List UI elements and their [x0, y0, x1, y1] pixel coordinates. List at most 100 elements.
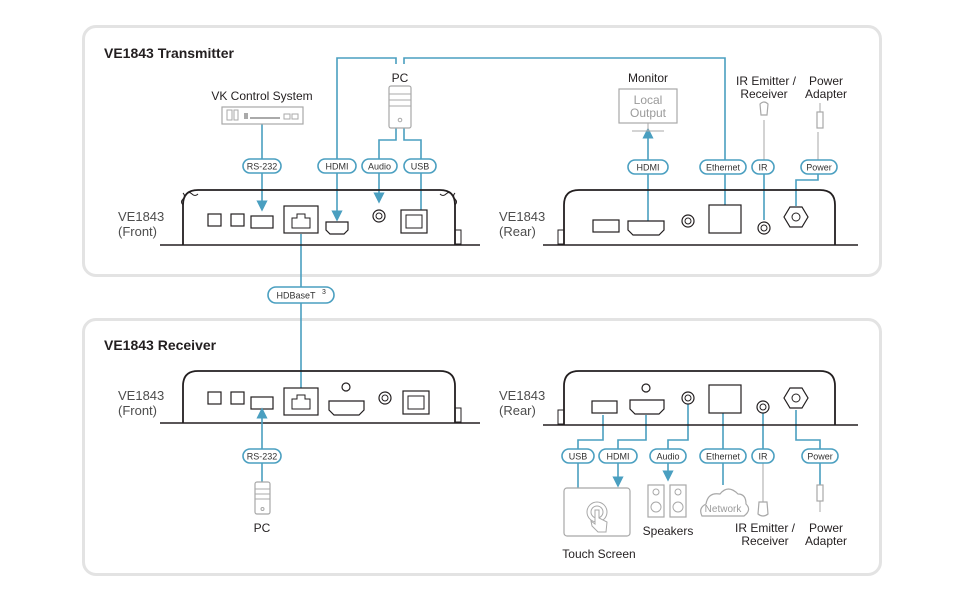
svg-text:RS-232: RS-232 [247, 162, 278, 172]
pill-audio: Audio [361, 158, 398, 174]
svg-text:IR: IR [759, 163, 769, 173]
hdbaset-pill: HDBaseT 3 [267, 286, 335, 304]
tx-ir-label-1: IR Emitter / [736, 74, 797, 88]
pc-tower-icon [388, 85, 412, 129]
pc-tower-icon [254, 481, 271, 515]
ir-jack-icon [757, 221, 771, 235]
pill-usb: USB [403, 158, 437, 174]
svg-text:Ethernet: Ethernet [706, 452, 741, 462]
svg-text:Power: Power [806, 163, 832, 173]
svg-text:IR: IR [759, 452, 769, 462]
control-system-icon [221, 106, 304, 125]
svg-text:USB: USB [569, 452, 588, 462]
monitor-screen-line2: Output [630, 106, 667, 120]
tx-rear-label-2: (Rear) [499, 224, 536, 239]
tx-front-pills: RS-232 HDMI Audio USB [242, 158, 437, 174]
tx-power-label-2: Adapter [805, 87, 847, 101]
rj45-port-icon [708, 204, 742, 234]
audio-jack-icon [681, 214, 695, 228]
svg-text:Audio: Audio [656, 452, 679, 462]
hdmi-port-icon [328, 400, 365, 416]
network-cloud-icon: Network [700, 488, 750, 517]
transmitter-title: VE1843 Transmitter [104, 45, 235, 61]
tx-front-chassis [160, 189, 480, 246]
cable-rear-power [795, 173, 819, 206]
monitor-label: Monitor [628, 71, 668, 85]
pill-ethernet: Ethernet [699, 448, 747, 464]
rx-pc-label: PC [254, 521, 271, 535]
tx-ir-label-2: Receiver [740, 87, 787, 101]
ir-jack-icon [756, 400, 770, 414]
speakers-label: Speakers [643, 524, 694, 538]
rx-power-label-1: Power [809, 521, 843, 535]
pill-hdmi: HDMI [317, 158, 357, 174]
receiver-panel [82, 318, 882, 576]
tx-rear-label-1: VE1843 [499, 209, 545, 224]
terminal-block-icon [250, 215, 274, 229]
rx-ir-label-1: IR Emitter / [735, 521, 796, 535]
audio-jack-icon [378, 391, 392, 405]
tx-rear-chassis [543, 189, 858, 246]
svg-text:HDMI: HDMI [637, 163, 660, 173]
rx-pill-rs232: RS-232 [242, 448, 282, 464]
pill-ethernet-rear: Ethernet [699, 159, 747, 175]
dip-switch-icon [207, 391, 222, 405]
power-adapter-icon [816, 484, 824, 512]
dip-switch-icon [207, 213, 222, 227]
cable-pc-usb [403, 128, 422, 160]
cable-pc-hdmi [336, 57, 397, 160]
svg-text:RS-232: RS-232 [247, 452, 278, 462]
pill-ir: IR [751, 448, 775, 464]
rx-front-label-2: (Front) [118, 403, 157, 418]
svg-text:Audio: Audio [368, 162, 391, 172]
svg-text:Power: Power [807, 452, 833, 462]
cable-pc-audio [378, 128, 397, 160]
svg-text:HDMI: HDMI [326, 162, 349, 172]
monitor-icon: Local Output [618, 88, 678, 132]
hdmi-port-icon [325, 221, 349, 235]
power-adapter-icon [816, 103, 824, 129]
rx-rear-chassis [543, 370, 858, 426]
pill-rs232: RS-232 [242, 158, 282, 174]
rx-rear-pills: USB HDMI Audio Ethernet IR Power [561, 448, 839, 464]
transmitter-panel [82, 25, 882, 277]
svg-text:HDMI: HDMI [607, 452, 630, 462]
tx-front-label-1: VE1843 [118, 209, 164, 224]
pill-power-rear: Power [800, 159, 838, 175]
ir-emitter-icon [759, 101, 769, 116]
hdmi-port-icon [627, 220, 665, 236]
usb-a-port-icon [592, 219, 620, 233]
rj45-port-icon [283, 387, 319, 416]
terminal-block-icon [250, 396, 274, 410]
hdbaset-superscript: 3 [322, 289, 326, 296]
cable-pc-ethernet [403, 57, 726, 160]
pill-hdmi: HDMI [598, 448, 638, 464]
rj45-port-icon [283, 205, 319, 234]
rx-rear-label-1: VE1843 [499, 388, 545, 403]
hdbaset-label: HDBaseT [276, 291, 316, 301]
pill-ir-rear: IR [751, 159, 775, 175]
ir-emitter-icon [757, 501, 769, 517]
tx-front-label-2: (Front) [118, 224, 157, 239]
dip-switch-icon [230, 391, 245, 405]
tx-pc-label: PC [392, 71, 409, 85]
rx-front-label-1: VE1843 [118, 388, 164, 403]
pill-usb: USB [561, 448, 595, 464]
tx-power-label-1: Power [809, 74, 843, 88]
hdmi-port-icon [629, 399, 665, 415]
transmitter-cables [256, 57, 819, 388]
rx-ir-label-2: Receiver [741, 534, 788, 548]
network-label: Network [705, 504, 743, 515]
svg-text:USB: USB [411, 162, 430, 172]
tx-rear-pills: HDMI Ethernet IR Power [627, 159, 838, 175]
audio-jack-icon [372, 209, 386, 223]
usb-b-port-icon [402, 390, 430, 415]
rx-power-label-2: Adapter [805, 534, 847, 548]
pill-audio: Audio [649, 448, 687, 464]
svg-text:Ethernet: Ethernet [706, 163, 741, 173]
pill-hdmi-rear: HDMI [627, 159, 669, 175]
vk-control-label: VK Control System [211, 89, 312, 103]
dip-switch-icon [230, 213, 245, 227]
usb-a-port-icon [591, 400, 618, 414]
